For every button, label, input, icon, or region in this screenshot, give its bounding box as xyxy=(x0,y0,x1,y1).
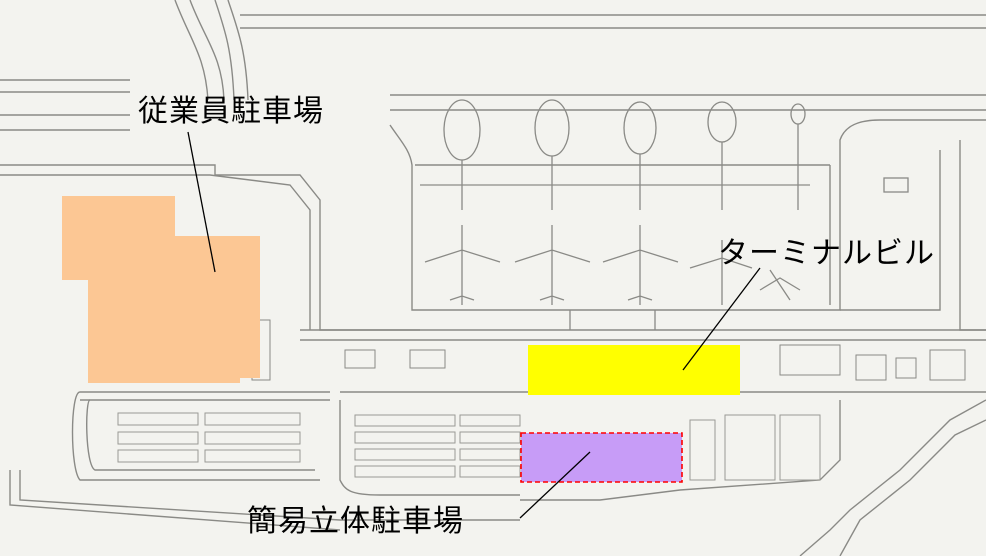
parking-rows-left xyxy=(117,412,301,463)
parking-rows-center xyxy=(354,414,821,481)
leader-lines xyxy=(187,131,761,519)
airplane-icon xyxy=(424,225,801,330)
terminal-building-label: ターミナルビル xyxy=(718,236,935,271)
aircraft-stands xyxy=(420,99,909,210)
facility-buildings xyxy=(251,319,966,381)
terminal-building-area xyxy=(528,345,740,395)
multistory-parking-label: 簡易立体駐車場 xyxy=(247,504,464,539)
multistory-parking-area xyxy=(520,432,683,483)
staff-parking-label: 従業員駐車場 xyxy=(138,94,324,129)
staff-parking-area xyxy=(62,196,260,383)
